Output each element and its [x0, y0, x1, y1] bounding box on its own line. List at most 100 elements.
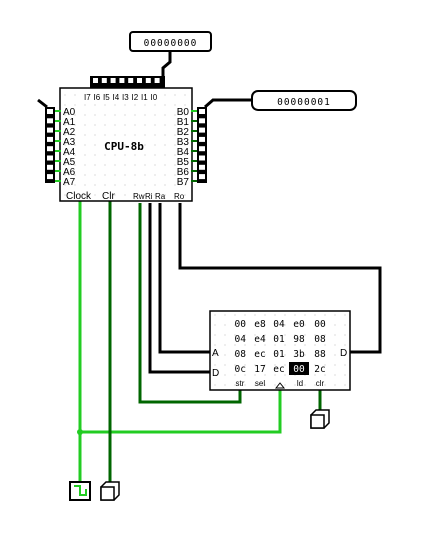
b-splitter-mark: [199, 164, 205, 170]
ram-cell[interactable]: 01: [273, 349, 285, 360]
cpu-pin-b4: B4: [177, 147, 190, 158]
ra-wire[interactable]: [158, 203, 210, 354]
ram-cell[interactable]: ec: [254, 349, 265, 360]
a-splitter-mark: [47, 164, 53, 170]
i-splitter-mark: [93, 78, 98, 83]
cpu-pin-i2: I2: [132, 93, 139, 102]
ram-address: 08: [235, 349, 247, 360]
cpu-pin-i5: I5: [103, 93, 110, 102]
cpu-pin-i4: I4: [113, 93, 120, 102]
i-bus-wire[interactable]: [161, 52, 172, 76]
cpu-pin-a1: A1: [63, 117, 76, 128]
a-splitter-mark: [47, 155, 53, 161]
ram-cell[interactable]: 2c: [314, 364, 325, 375]
cpu-pin-b6: B6: [177, 167, 190, 178]
cpu-pin-i3: I3: [122, 93, 129, 102]
ram-port-d-out: D: [340, 348, 347, 359]
wire-junction: [77, 429, 83, 435]
cpu-pin-b0: B0: [177, 107, 190, 118]
cpu-ra-label: Ra: [155, 192, 166, 201]
rw-wire[interactable]: [138, 203, 242, 404]
cpu-ro-label: Ro: [174, 192, 185, 201]
i-splitter-mark: [154, 78, 160, 83]
ram-cell[interactable]: 3b: [293, 349, 305, 360]
b-bus-wire[interactable]: [204, 98, 252, 109]
a-splitter: [45, 107, 55, 183]
ram-pin-sel: sel: [255, 379, 265, 388]
cpu-pin-i1: I1: [141, 93, 148, 102]
ram-cell[interactable]: ec: [273, 364, 284, 375]
cpu-pin-b1: B1: [177, 117, 190, 128]
ram-cell[interactable]: 00: [293, 364, 305, 375]
clock-input[interactable]: [69, 481, 91, 501]
cpu-clock-label: Clock: [66, 191, 92, 202]
cpu-pin-i7: I7: [84, 93, 91, 102]
ram-address: 04: [235, 334, 247, 345]
ram-pin-str: str: [236, 379, 245, 388]
ram-port-d-in: D: [212, 368, 219, 379]
b-splitter-mark: [199, 109, 205, 114]
cpu-pin-i0: I0: [151, 93, 158, 102]
cpu-pin-a4: A4: [63, 147, 76, 158]
ram-cell[interactable]: 00: [314, 319, 326, 330]
i-splitter-mark: [119, 78, 125, 83]
ram-clock-triangle: [274, 382, 286, 389]
cpu-pin-a7: A7: [63, 177, 76, 188]
a-splitter-mark: [47, 127, 53, 133]
b-splitter-mark: [199, 155, 205, 161]
ram-pin-clr: clr: [316, 379, 325, 388]
ram-port-a: A: [212, 348, 219, 359]
cpu-pin-i6: I6: [94, 93, 101, 102]
ram-clr-button[interactable]: [310, 409, 330, 429]
cpu-rw-label: Rw: [133, 192, 145, 201]
a-splitter-mark: [47, 136, 53, 142]
ram-pin-ld: ld: [297, 379, 303, 388]
i-splitter: [90, 76, 165, 88]
cpu-pin-b5: B5: [177, 157, 190, 168]
b-splitter-mark: [199, 136, 205, 142]
ram-cell-selected-bg: [289, 362, 309, 375]
b-splitter-mark: [199, 146, 205, 152]
cpu-pin-a6: A6: [63, 167, 76, 178]
cpu-pin-b3: B3: [177, 137, 190, 148]
ram-cell[interactable]: 04: [273, 319, 285, 330]
a-splitter-mark: [47, 146, 53, 152]
b-splitter-mark: [199, 127, 205, 133]
a-bus-wire[interactable]: [37, 98, 48, 109]
cpu-pin-a0: A0: [63, 107, 76, 118]
clr-button[interactable]: [100, 481, 120, 501]
i-splitter-mark: [110, 78, 116, 83]
cpu-pin-a3: A3: [63, 137, 76, 148]
ram-address: 0c: [235, 364, 246, 375]
a-splitter-mark: [47, 174, 53, 180]
a-splitter-mark: [47, 109, 53, 114]
input-probe-value: 00000000: [144, 38, 198, 49]
ram-cell[interactable]: 17: [254, 364, 265, 375]
cpu-pin-a5: A5: [63, 157, 76, 168]
cpu-ri-label: Ri: [145, 192, 153, 201]
output-probe: 00000001: [251, 90, 357, 111]
ri-wire[interactable]: [148, 203, 210, 374]
b-splitter-mark: [199, 118, 205, 124]
cpu-pin-a2: A2: [63, 127, 76, 138]
ram-cell[interactable]: e4: [254, 334, 266, 345]
i-splitter-mark: [145, 78, 151, 83]
b-splitter: [197, 107, 207, 183]
input-probe[interactable]: 00000000: [129, 31, 212, 52]
i-splitter-mark: [128, 78, 134, 83]
ram-cell[interactable]: e0: [293, 319, 305, 330]
ram-cell[interactable]: 01: [273, 334, 285, 345]
ram-cell[interactable]: 98: [293, 334, 305, 345]
cpu-pin-b2: B2: [177, 127, 190, 138]
ram-cell[interactable]: 08: [314, 334, 326, 345]
a-splitter-mark: [47, 118, 53, 124]
clock-wave-icon: [74, 485, 87, 496]
output-probe-value: 00000001: [277, 97, 331, 108]
ram-cell[interactable]: 88: [314, 349, 326, 360]
ram-cell[interactable]: e8: [254, 319, 266, 330]
b-splitter-mark: [199, 174, 205, 180]
ro-wire[interactable]: [178, 203, 382, 354]
